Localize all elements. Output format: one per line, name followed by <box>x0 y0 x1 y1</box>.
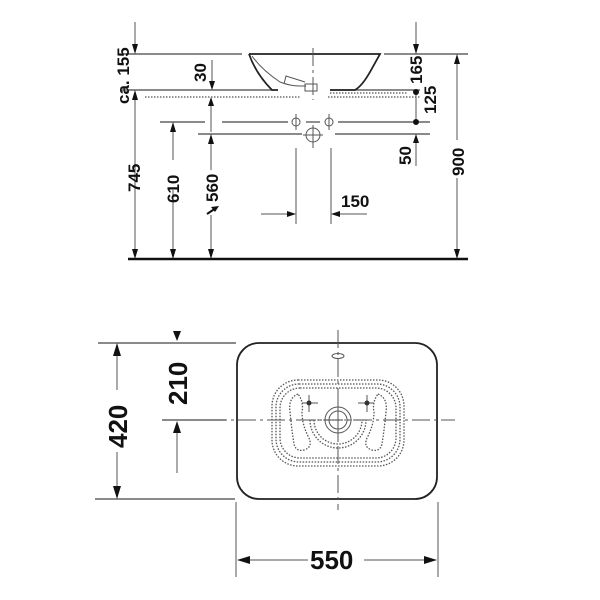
basin-profile <box>248 48 382 100</box>
drain-bowl <box>309 419 367 449</box>
dim-165: 165 <box>407 56 426 84</box>
dim-50: 50 <box>396 146 415 165</box>
dim-420: 420 <box>103 405 133 448</box>
tap-hole-left <box>291 114 301 130</box>
side-view: 150 ca. 155 30 745 610 560 <box>114 22 468 261</box>
waste-fitting <box>304 83 318 92</box>
basin-outline <box>236 342 438 500</box>
dim-125: 125 <box>421 86 440 114</box>
dim-610: 610 <box>164 175 183 203</box>
dim-900: 900 <box>449 148 468 176</box>
tap-hole-right <box>324 114 334 130</box>
grip-left <box>289 393 311 452</box>
approx-arrow-icon <box>206 206 219 215</box>
grip-right <box>365 393 387 452</box>
tap-mark-left <box>302 395 318 412</box>
dim-745: 745 <box>125 164 144 192</box>
dim-560: 560 <box>203 174 222 202</box>
dim-150: 150 <box>341 192 369 211</box>
tap-mark-right <box>358 395 374 412</box>
bowl-ring-outer <box>271 379 405 467</box>
dim-ca-155: ca. 155 <box>114 47 133 104</box>
top-view: 420 210 550 <box>95 330 455 577</box>
dim-30: 30 <box>191 63 210 82</box>
overflow-slot <box>331 353 345 359</box>
dim-210: 210 <box>163 362 193 405</box>
waste-outlet <box>303 125 323 148</box>
dim-550: 550 <box>310 545 353 575</box>
